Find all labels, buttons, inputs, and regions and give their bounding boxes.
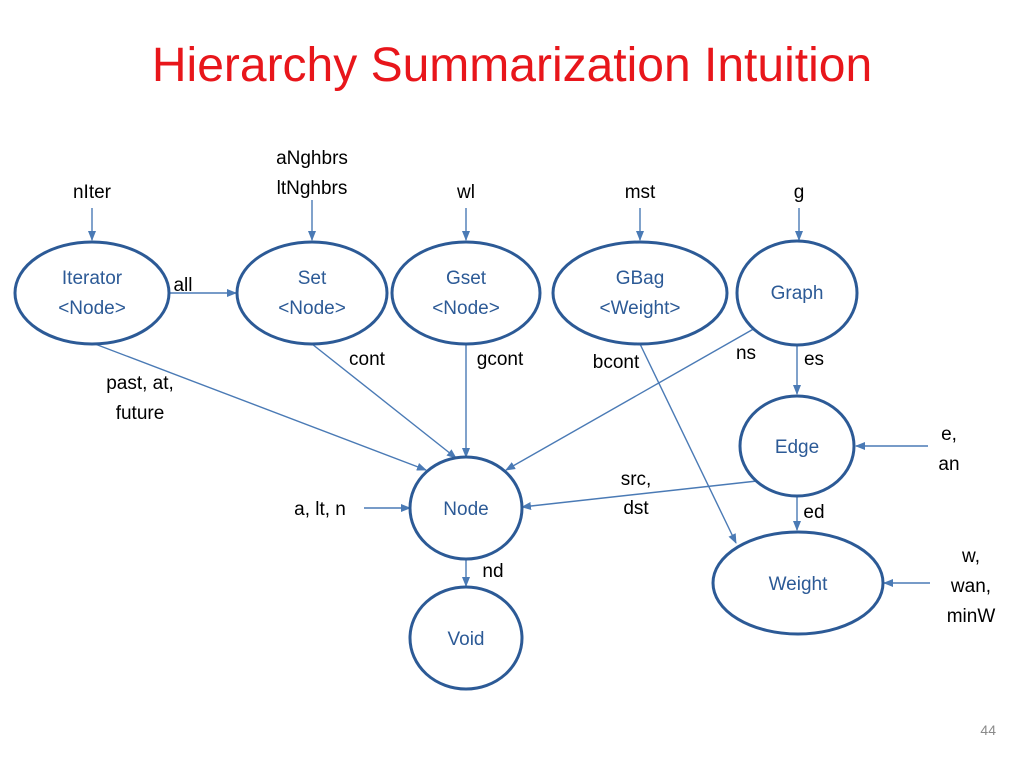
node-labels: Iterator <Node> Set <Node> Gset <Node> G… [58, 268, 828, 650]
label-ed: ed [803, 502, 824, 523]
nodes [13, 239, 885, 691]
edge-gbag-weight [639, 343, 737, 544]
label-mst: mst [625, 182, 656, 203]
edge-iterator-node [94, 343, 427, 471]
node-edge-label: Edge [775, 437, 819, 458]
label-w: w, [961, 546, 980, 567]
label-src: src, [621, 469, 652, 490]
label-g: g [794, 182, 805, 203]
edge-edge-node [521, 480, 758, 510]
node-iterator-line2: <Node> [58, 298, 126, 319]
label-ns: ns [736, 343, 756, 364]
node-iterator-line1: Iterator [62, 268, 123, 289]
edges [88, 200, 930, 587]
node-set [235, 240, 389, 346]
node-weight-label: Weight [769, 574, 829, 595]
node-void-label: Void [448, 629, 485, 650]
label-anghbrs: aNghbrs [276, 148, 348, 169]
node-iterator [13, 240, 171, 346]
label-e: e, [941, 424, 957, 445]
node-gbag-line1: GBag [616, 268, 665, 289]
label-ltnghbrs: ltNghbrs [277, 178, 348, 199]
label-future: future [116, 403, 165, 424]
node-gbag [551, 240, 729, 346]
node-gset-line2: <Node> [432, 298, 500, 319]
node-node-label: Node [443, 499, 488, 520]
label-a-lt-n: a, lt, n [294, 499, 346, 520]
edge-graph-node [505, 326, 758, 471]
node-gbag-line2: <Weight> [600, 298, 681, 319]
edge-set-node [311, 343, 457, 459]
label-minw: minW [947, 606, 996, 627]
label-dst: dst [623, 498, 649, 519]
label-nd: nd [482, 561, 503, 582]
label-niter: nIter [73, 182, 112, 203]
node-set-line1: Set [298, 268, 327, 289]
label-an: an [938, 454, 959, 475]
node-edge [738, 394, 856, 498]
page-number: 44 [980, 722, 996, 738]
label-es: es [804, 349, 824, 370]
label-bcont: bcont [593, 352, 640, 373]
node-gset [390, 240, 542, 346]
label-wan: wan, [950, 576, 991, 597]
label-past-at: past, at, [106, 373, 174, 394]
node-graph [735, 239, 859, 347]
node-set-line2: <Node> [278, 298, 346, 319]
node-weight [711, 530, 885, 636]
label-wl: wl [456, 182, 475, 203]
node-gset-line1: Gset [446, 268, 487, 289]
node-node [408, 455, 524, 561]
label-all: all [173, 275, 192, 296]
edge-labels: nIter aNghbrs ltNghbrs wl mst g all cont… [73, 148, 995, 627]
label-gcont: gcont [477, 349, 524, 370]
slide-title: Hierarchy Summarization Intuition [151, 39, 873, 92]
node-graph-label: Graph [771, 283, 824, 304]
node-void [408, 585, 524, 691]
label-cont: cont [349, 349, 386, 370]
